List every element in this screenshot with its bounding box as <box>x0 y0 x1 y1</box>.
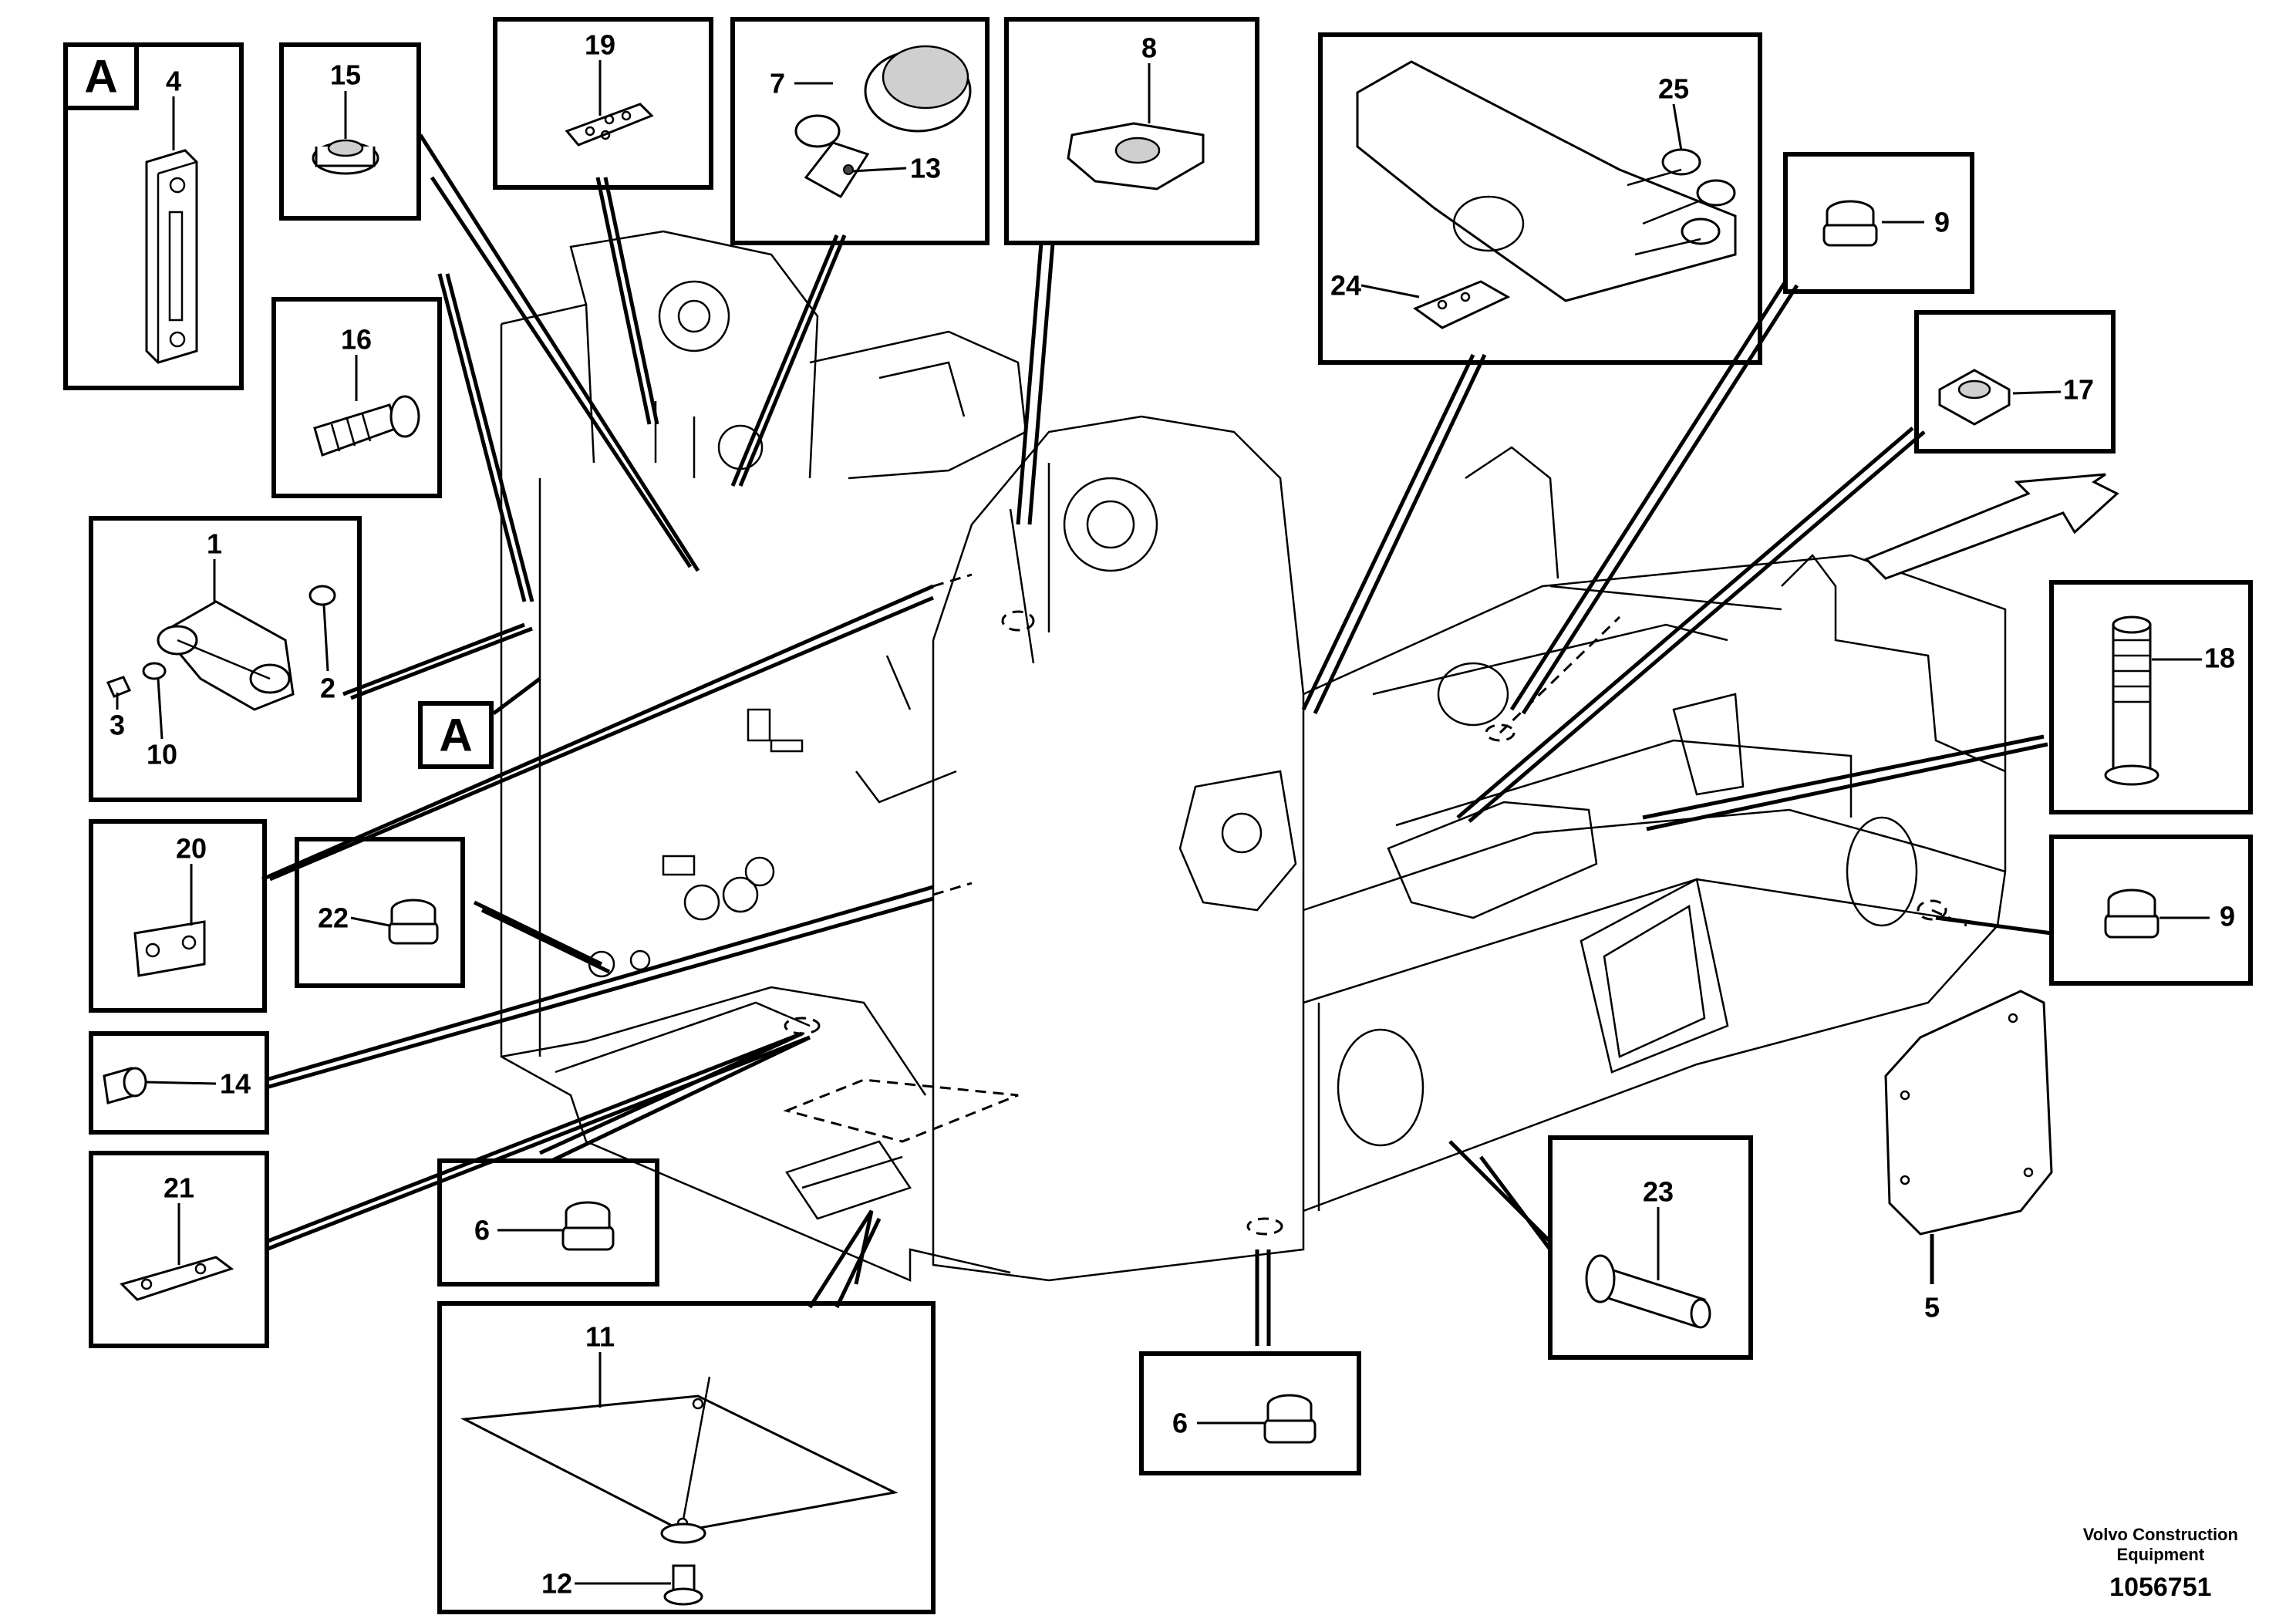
part-4-bracket <box>145 149 198 364</box>
callout-14: 14 <box>220 1068 251 1100</box>
detail-box-9-top <box>1783 152 1974 294</box>
brand-line-1: Volvo Construction <box>2082 1525 2238 1544</box>
detail-box-7-13 <box>730 17 990 245</box>
callout-numbers: 1 2 3 4 5 6 6 7 8 9 9 10 11 12 13 14 15 … <box>84 29 2235 1600</box>
part-15-flange-nut <box>312 139 379 175</box>
part-5-cover <box>1884 990 2053 1236</box>
part-22-plug <box>388 899 439 945</box>
callout-9-right: 9 <box>2220 901 2235 932</box>
detail-box-23 <box>1548 1135 1753 1360</box>
detail-box-24-25 <box>1318 32 1762 365</box>
callout-10: 10 <box>147 739 177 771</box>
part-6-plug-left <box>561 1201 615 1251</box>
brand-line-2: Equipment <box>2116 1545 2205 1564</box>
callout-4: 4 <box>166 66 181 97</box>
detail-box-8 <box>1004 17 1259 245</box>
part-9-plug-top <box>1822 200 1878 247</box>
view-a-pointer-label: A <box>439 710 472 761</box>
detail-box-a <box>63 42 244 390</box>
callout-24: 24 <box>1330 270 1361 302</box>
part-16-bolt <box>313 395 420 457</box>
detail-box-14 <box>89 1031 269 1135</box>
callout-12: 12 <box>541 1568 572 1600</box>
callout-20: 20 <box>176 833 207 865</box>
part-8-clip <box>1067 122 1205 191</box>
part-23-stud-bolt <box>1585 1254 1711 1329</box>
drawing-footer: Volvo Construction Equipment 1056751 <box>2083 1525 2238 1603</box>
callout-22: 22 <box>318 902 349 934</box>
view-a-header-box <box>63 42 139 110</box>
detail-box-1-2-3-10 <box>89 516 362 802</box>
callout-8: 8 <box>1141 32 1157 64</box>
detail-box-21 <box>89 1151 269 1348</box>
view-a-pointer-box <box>418 701 494 769</box>
detail-box-16 <box>271 297 442 498</box>
part-20-plate <box>133 920 206 977</box>
detail-box-11-12 <box>437 1301 936 1614</box>
callout-3: 3 <box>110 710 125 741</box>
view-a-box-label: A <box>84 51 117 103</box>
callout-6-bottom: 6 <box>1172 1408 1188 1439</box>
detail-box-6-left <box>437 1158 659 1286</box>
callout-18: 18 <box>2204 642 2235 674</box>
detail-box-9-right <box>2049 835 2253 986</box>
part-19-plate <box>565 103 654 147</box>
callout-1: 1 <box>207 528 222 560</box>
callout-2: 2 <box>320 673 335 704</box>
callout-21: 21 <box>164 1172 194 1204</box>
detail-box-6-bottom <box>1139 1351 1361 1475</box>
callout-15: 15 <box>330 59 361 91</box>
detail-box-19 <box>493 17 713 190</box>
leader-lines <box>261 133 2052 1346</box>
callout-19: 19 <box>585 29 615 61</box>
callout-23: 23 <box>1643 1176 1674 1208</box>
callout-13: 13 <box>910 153 941 184</box>
part-17-square-nut <box>1938 369 2011 426</box>
detail-boxes <box>63 17 2253 1614</box>
callout-16: 16 <box>341 324 372 356</box>
part-6-plug-bottom <box>1263 1394 1317 1444</box>
detail-box-18 <box>2049 580 2253 814</box>
part-illustrations <box>103 45 2159 1606</box>
part-21-plate <box>120 1256 234 1301</box>
part-18-bolt <box>2104 615 2159 786</box>
part-12-screw <box>663 1564 703 1606</box>
part-14-bushing <box>103 1067 147 1104</box>
callout-5: 5 <box>1924 1292 1940 1324</box>
callout-17: 17 <box>2063 374 2094 406</box>
part-9-plug-right <box>2104 889 2159 939</box>
part-7-cap <box>794 45 972 198</box>
detail-box-15 <box>279 42 421 221</box>
main-frame <box>500 230 2007 1282</box>
callout-25: 25 <box>1658 73 1689 105</box>
part-1-hinge-bracket <box>106 585 336 711</box>
forward-direction-arrow <box>1864 473 2119 580</box>
callout-7: 7 <box>770 68 785 99</box>
part-24-25-console <box>1356 60 1737 329</box>
callout-9-top: 9 <box>1934 207 1950 238</box>
part-11-plate <box>460 1376 899 1544</box>
detail-box-22 <box>295 837 465 988</box>
callout-6-left: 6 <box>474 1215 490 1246</box>
detail-box-20 <box>89 819 267 1013</box>
detail-box-17 <box>1914 310 2116 454</box>
callout-11: 11 <box>585 1321 615 1353</box>
document-number: 1056751 <box>2109 1573 2212 1602</box>
callout-ticks <box>116 60 2210 1585</box>
